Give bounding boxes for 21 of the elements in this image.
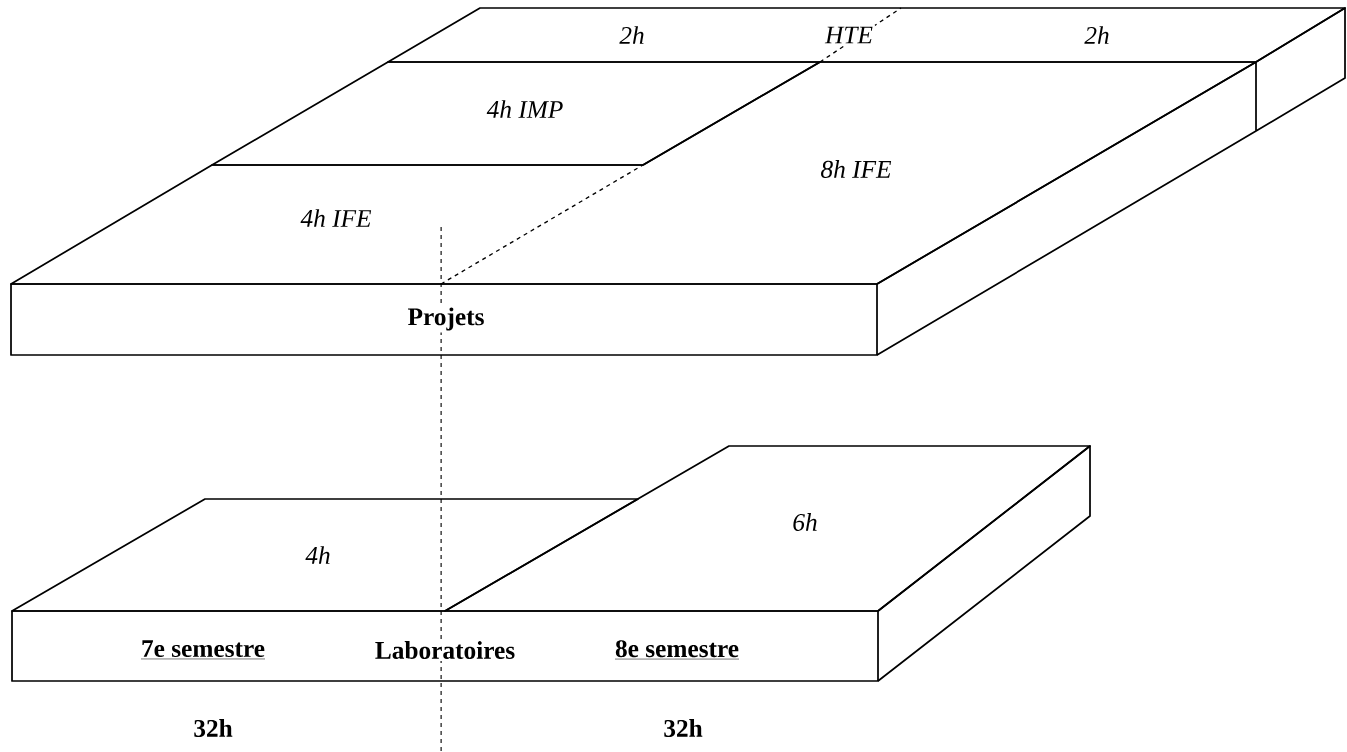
top-face [10,164,644,285]
top-face [387,7,1346,63]
front-face [10,283,878,356]
region-label: 8h IFE [818,158,894,180]
hours-label: 32h [661,717,705,739]
region-label: 2h [1082,24,1112,46]
region-label: 2h [617,24,647,46]
region-label: 4h [303,544,333,566]
top-face [11,498,639,612]
front-face [11,610,879,682]
top-face [211,61,821,166]
region-label: 6h [790,511,820,533]
region-label: 8e semestre [613,638,741,662]
region-label: 4h IFE [298,207,374,229]
region-label: Laboratoires [372,639,518,661]
region-label: Projets [405,305,487,333]
top-face [444,445,1091,612]
region-label: 7e semestre [139,638,267,662]
region-label: 4h IMP [484,98,566,120]
region-label: HTE [823,24,875,46]
hours-label: 32h [191,717,235,739]
